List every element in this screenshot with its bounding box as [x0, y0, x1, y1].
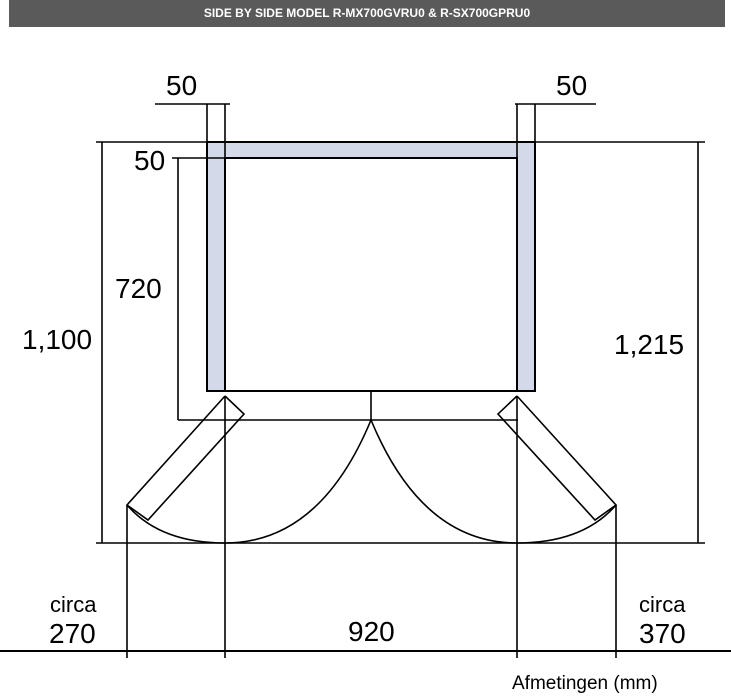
dim-width-920: 920 — [348, 616, 395, 647]
dim-depth-1100: 1,100 — [22, 324, 92, 355]
circa-right-word: circa — [639, 592, 686, 617]
units-note: Afmetingen (mm) — [512, 673, 658, 694]
circa-right-value: 370 — [639, 618, 686, 649]
depth-1215-bracket — [535, 141, 705, 544]
dim-inner-50: 50 — [134, 145, 165, 176]
dim-top-right-50: 50 — [556, 70, 587, 101]
fridge-inner-body — [224, 157, 518, 392]
bottom-extension-lines — [126, 396, 617, 658]
top-gap-lines — [155, 103, 596, 158]
circa-left-value: 270 — [49, 618, 96, 649]
dim-top-left-50: 50 — [166, 70, 197, 101]
diagram-title: SIDE BY SIDE MODEL R-MX700GVRU0 & R-SX70… — [9, 0, 725, 27]
dim-depth-720: 720 — [115, 273, 162, 304]
dim-depth-1215: 1,215 — [614, 329, 684, 360]
left-door — [125, 395, 372, 544]
circa-left-word: circa — [50, 592, 97, 617]
right-door — [370, 395, 618, 544]
depth-720-bracket — [177, 158, 518, 421]
